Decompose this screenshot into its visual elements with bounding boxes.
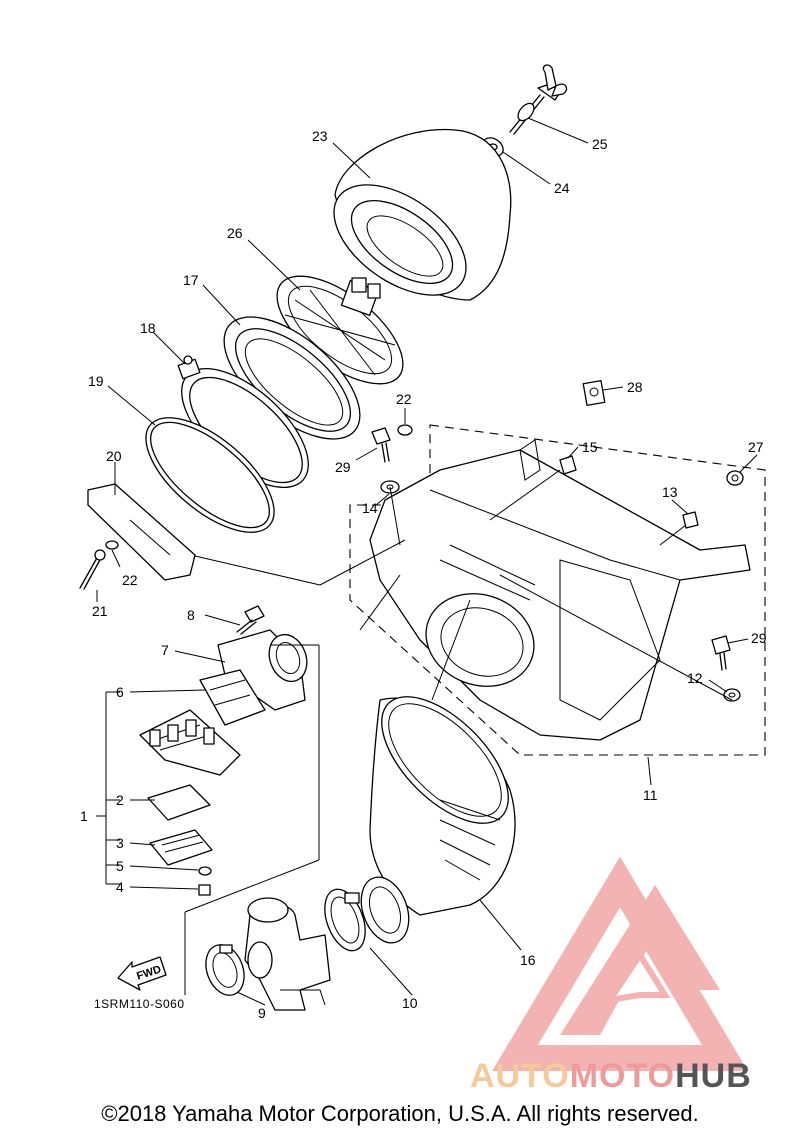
- part-4-screw: [198, 884, 211, 896]
- part-15-clip: [559, 455, 577, 475]
- part-26-filter-cage: [276, 275, 404, 385]
- label-24: 24: [554, 180, 570, 196]
- carburetor: [244, 897, 331, 1011]
- part-16-joint: [369, 696, 516, 916]
- label-3: 3: [116, 835, 124, 851]
- part-22-washer-left: [105, 540, 119, 550]
- label-25: 25: [592, 136, 608, 152]
- label-7: 7: [161, 642, 169, 658]
- label-21: 21: [92, 603, 108, 619]
- svg-text:AUTOMOTOHUB: AUTOMOTOHUB: [470, 1057, 752, 1095]
- part-25-wing-bolt: [509, 64, 568, 135]
- label-19: 19: [88, 373, 104, 389]
- part-22-washer-upper: [397, 424, 413, 436]
- label-5: 5: [116, 858, 124, 874]
- watermark-logo: [492, 856, 748, 1071]
- label-29-right: 29: [751, 630, 767, 646]
- part-20-plate: [87, 483, 196, 581]
- part-27-grommet: [726, 470, 744, 486]
- connection-lines: [184, 469, 733, 995]
- label-17: 17: [183, 272, 199, 288]
- label-18: 18: [140, 320, 156, 336]
- watermark-text: AUTOMOTOHUB: [470, 1057, 752, 1095]
- part-29-bolt-upper: [371, 427, 391, 463]
- label-22-upper: 22: [396, 391, 412, 407]
- label-2: 2: [116, 792, 124, 808]
- part-17-seal: [223, 316, 361, 440]
- fwd-arrow-icon: FWD: [117, 956, 167, 991]
- part-12-washer: [723, 688, 741, 702]
- part-11-air-box: [349, 424, 766, 756]
- part-6-gasket: [199, 669, 266, 726]
- part-23-air-filter: [333, 128, 512, 301]
- part-18-band: [177, 355, 309, 488]
- part-29-bolt-right: [711, 635, 731, 671]
- part-2-reed: [147, 784, 211, 821]
- part-labels: 23 25 24 26 17 18 19 20 22 21 22 29 14 2…: [80, 128, 767, 1021]
- label-27: 27: [748, 439, 764, 455]
- label-10: 10: [402, 995, 418, 1011]
- label-4: 4: [116, 879, 124, 895]
- label-6: 6: [116, 684, 124, 700]
- label-1: 1: [80, 808, 88, 824]
- part-8-bolt: [236, 605, 265, 635]
- label-8: 8: [187, 607, 195, 623]
- label-15: 15: [582, 439, 598, 455]
- label-26: 26: [227, 225, 243, 241]
- part-9-clamp: [205, 944, 245, 996]
- part-7-manifold: [217, 629, 308, 711]
- watermark-auto: AUTO: [470, 1057, 570, 1095]
- label-9: 9: [258, 1005, 266, 1021]
- assembly-bracket-1: [96, 691, 120, 885]
- label-23: 23: [312, 128, 328, 144]
- label-12: 12: [687, 670, 703, 686]
- label-28: 28: [627, 379, 643, 395]
- label-13: 13: [662, 484, 678, 500]
- leader-lines: [96, 117, 758, 1006]
- part-28-clip: [582, 379, 606, 407]
- part-19-ring: [145, 417, 275, 533]
- watermark-hub: HUB: [675, 1057, 752, 1095]
- label-20: 20: [106, 448, 122, 464]
- part-3-reed-stopper: [149, 829, 213, 866]
- part-10-clamp: [324, 876, 410, 952]
- part-13-clip: [682, 511, 699, 529]
- reed-valve-body: [139, 709, 241, 776]
- copyright-text: ©2018 Yamaha Motor Corporation, U.S.A. A…: [101, 1101, 699, 1126]
- label-11: 11: [643, 787, 658, 803]
- label-14: 14: [362, 500, 378, 516]
- watermark-moto: MOTO: [570, 1057, 675, 1095]
- part-21-screw: [79, 549, 106, 590]
- label-29-upper: 29: [335, 459, 351, 475]
- diagram-code: 1SRM110-S060: [94, 997, 185, 1011]
- label-22-left: 22: [122, 572, 138, 588]
- label-16: 16: [520, 952, 536, 968]
- part-5-washer: [198, 866, 212, 876]
